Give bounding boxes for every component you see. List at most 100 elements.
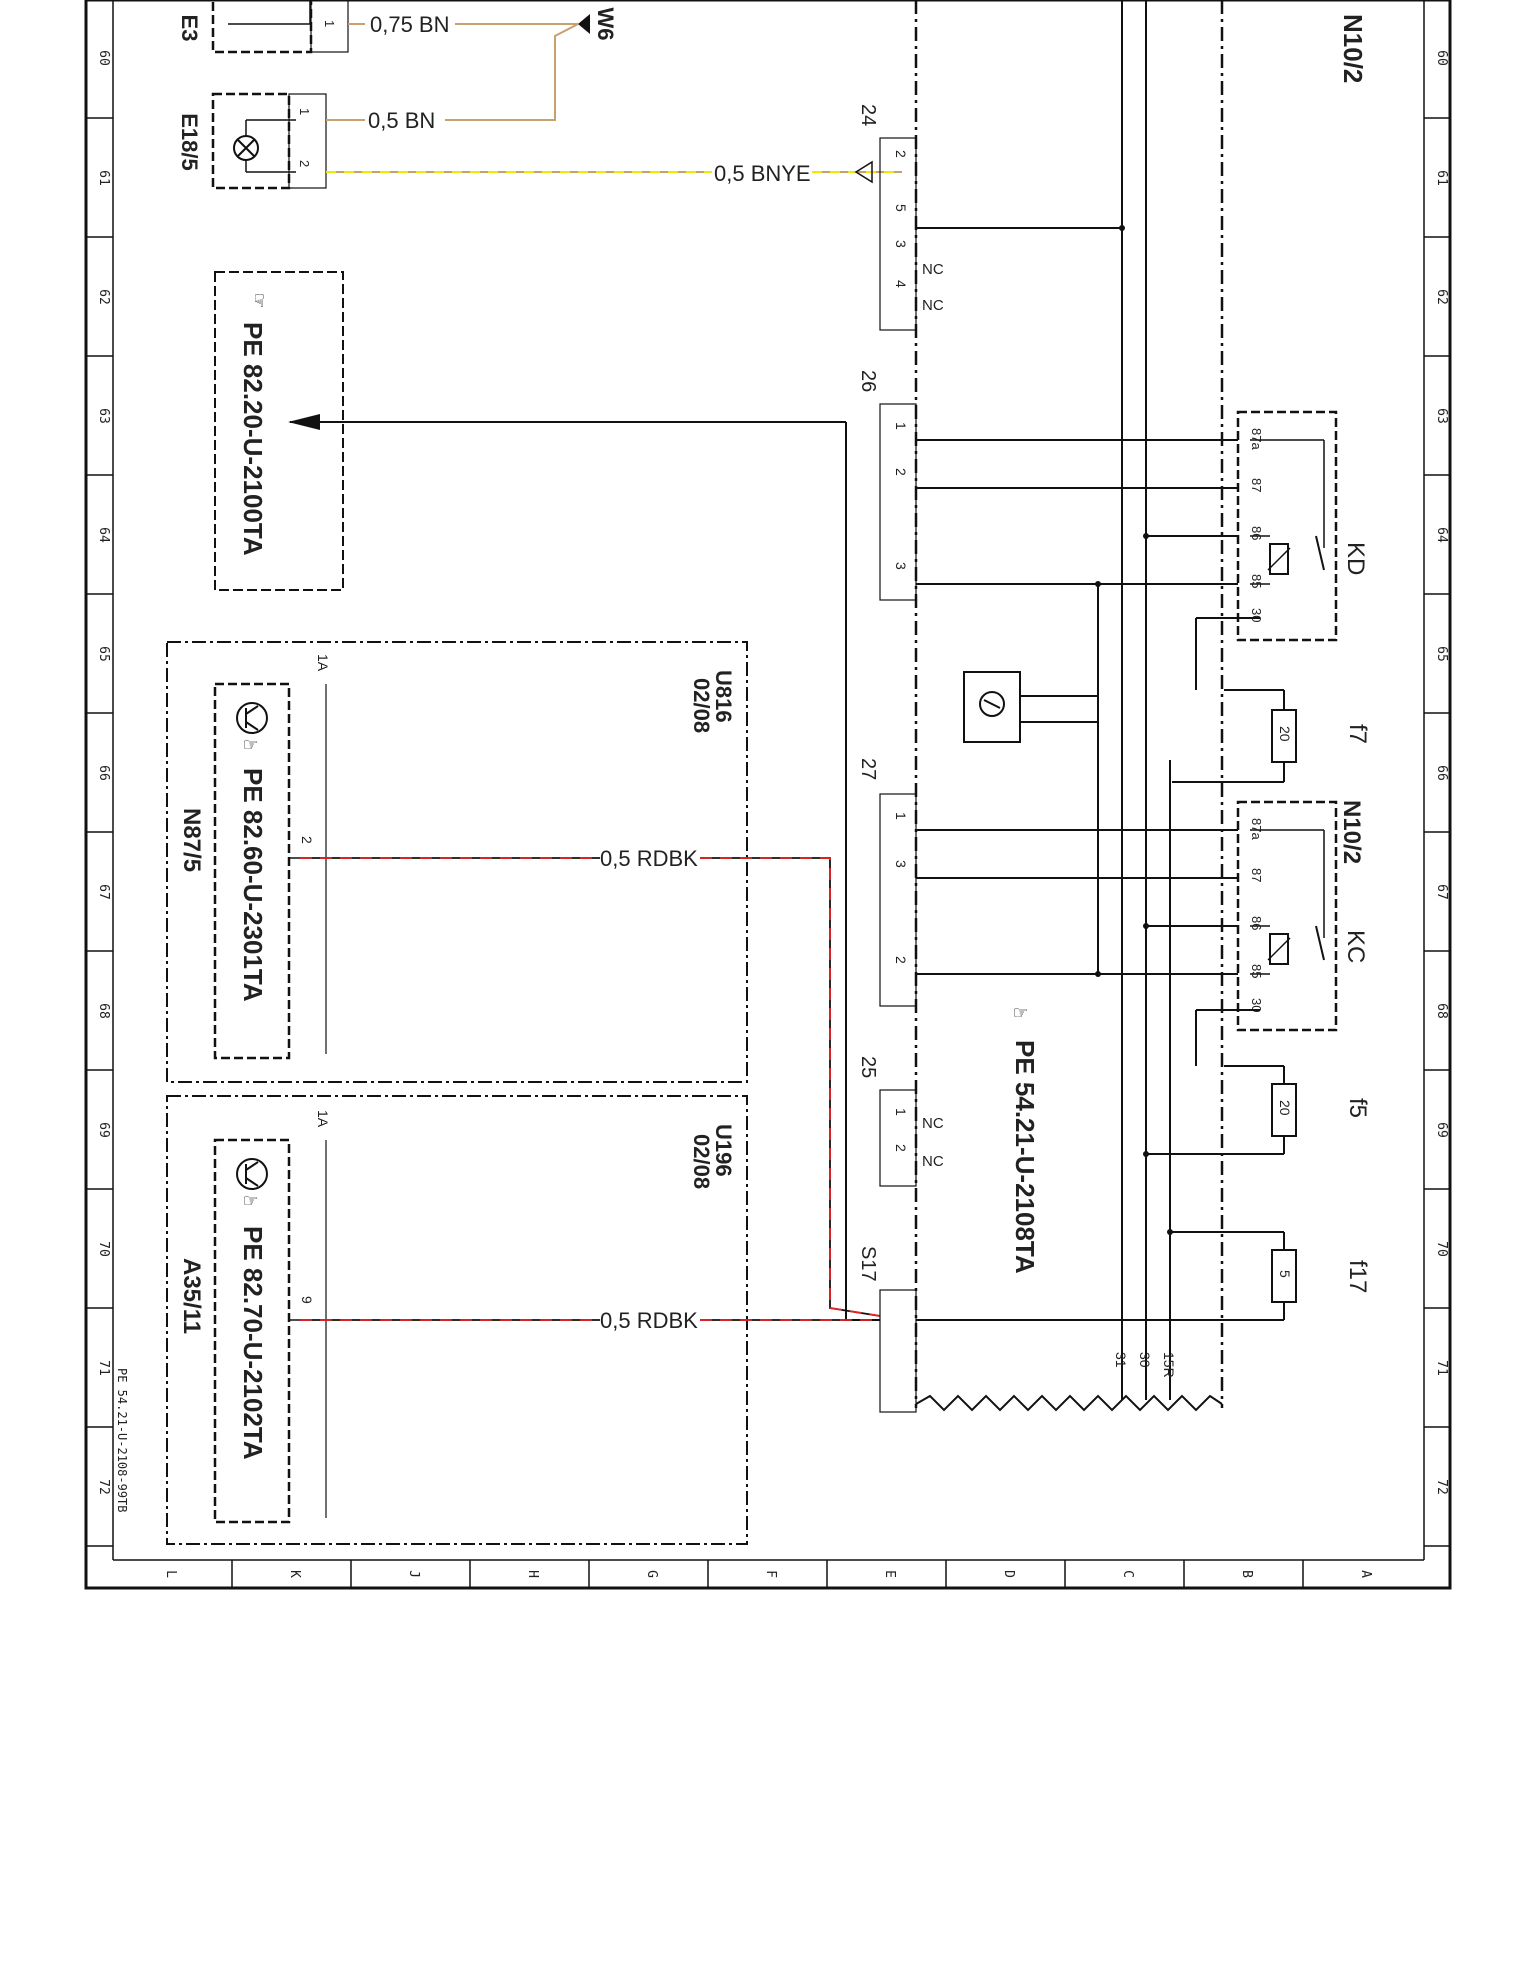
fuse-f7-label: f7 — [1344, 724, 1371, 744]
bus-label-31: 31 — [1113, 1352, 1129, 1368]
row-label: 71 — [96, 1360, 111, 1376]
pin-label: 2 — [893, 150, 909, 158]
connector-26-label: 26 — [857, 370, 879, 392]
pin-label: 1 — [893, 812, 909, 820]
row-label: 66 — [1434, 765, 1449, 781]
pe-8270-ref: PE 82.70-U-2102TA — [238, 1226, 268, 1460]
pe-5421-ref: PE 54.21-U-2108TA — [1010, 1040, 1040, 1274]
hand-pointer-icon: ☞ — [244, 733, 257, 758]
column-label: L — [163, 1570, 178, 1578]
row-label: 62 — [96, 289, 111, 305]
column-label: F — [763, 1570, 778, 1578]
u196-pin-1a: 1A — [315, 1110, 331, 1128]
relay-kd: KD 87a 87 86 85 30 — [1236, 410, 1369, 642]
a35-11-pin9: 9 — [299, 1296, 315, 1304]
column-label: E — [882, 1570, 897, 1578]
nc-label: NC — [922, 297, 944, 314]
u816-ref: 02/08 — [689, 678, 714, 733]
wire-label-05bn: 0,5 BN — [368, 108, 435, 133]
e18-5-label: E18/5 — [177, 113, 202, 171]
e3-label: E3 — [177, 15, 202, 42]
row-label: 66 — [96, 765, 111, 781]
row-label: 60 — [96, 50, 111, 66]
connector-24: 24 2 5 3 4 NC NC — [857, 104, 1125, 331]
connector-24-label: 24 — [857, 104, 879, 126]
row-label: 72 — [96, 1479, 111, 1495]
fuse-f17: 5 f17 — [1167, 1229, 1371, 1321]
fuse-f5: 20 f5 — [1143, 1009, 1371, 1157]
connector-s17-label: S17 — [857, 1246, 879, 1282]
pe-8220-ref: PE 82.20-U-2100TA — [238, 322, 268, 556]
lamp-icon — [233, 135, 259, 161]
pin-label: 4 — [893, 280, 909, 288]
nc-label: NC — [922, 1153, 944, 1170]
fuse-f5-rating: 20 — [1277, 1100, 1293, 1116]
relay-pin: 85 — [1249, 964, 1264, 978]
e3-pin: 1 — [322, 20, 337, 27]
column-label: A — [1358, 1570, 1373, 1578]
row-label: 63 — [1434, 408, 1449, 424]
row-label: 69 — [96, 1122, 111, 1138]
fuse-f5-label: f5 — [1344, 1098, 1371, 1118]
fuse-f7-rating: 20 — [1277, 726, 1293, 742]
hand-pointer-icon: ☞ — [246, 294, 271, 307]
pin-label: 3 — [893, 240, 909, 248]
column-label: D — [1001, 1570, 1016, 1578]
e3-component: E3 1 — [177, 0, 349, 54]
row-label: 61 — [96, 170, 111, 186]
rdbk-wires — [300, 857, 881, 1321]
n87-5-pin2: 2 — [299, 836, 315, 844]
column-ticks — [231, 1560, 1304, 1588]
relay-pin: 30 — [1249, 998, 1264, 1012]
row-labels: 60 60 61 61 62 62 63 63 64 64 65 65 66 6… — [96, 50, 1449, 1495]
connector-25: 25 1 2 NC NC — [857, 1056, 944, 1187]
brown-wires — [326, 23, 579, 121]
row-label: 64 — [96, 527, 111, 543]
fuse-f7: 20 f7 — [1172, 617, 1371, 783]
fuse-f17-label: f17 — [1344, 1260, 1371, 1293]
e18-5-component: E18/5 1 2 — [177, 92, 327, 190]
u196-ref: 02/08 — [689, 1134, 714, 1189]
bus-label-15r: 15R — [1161, 1352, 1177, 1378]
relay-kd-label: KD — [1342, 542, 1369, 575]
n10-2-label-mid: N10/2 — [1338, 800, 1365, 864]
relay-wires — [916, 439, 1238, 975]
row-label: 65 — [1434, 646, 1449, 662]
n10-2-label-top: N10/2 — [1338, 14, 1368, 83]
document-id: PE 54.21-U-2108-99TB — [115, 1368, 129, 1513]
connector-26: 26 1 2 3 — [857, 370, 917, 601]
relay-pin: 30 — [1249, 608, 1264, 622]
row-label: 68 — [1434, 1003, 1449, 1019]
pin-label: 3 — [893, 860, 909, 868]
column-label: H — [525, 1570, 540, 1578]
n87-5-label: N87/5 — [178, 808, 205, 872]
nc-label: NC — [922, 261, 944, 278]
pin-label: 2 — [893, 956, 909, 964]
pin-label: 2 — [893, 1144, 909, 1152]
wire-label-05rdbk-2: 0,5 RDBK — [600, 1308, 698, 1333]
relay-pin: 87a — [1249, 428, 1264, 450]
nc-label: NC — [922, 1115, 944, 1132]
transistor-icon — [236, 1158, 268, 1190]
row-ticks — [86, 117, 1450, 1547]
temperature-sensor — [963, 581, 1101, 977]
column-label: B — [1239, 1570, 1254, 1578]
row-label: 71 — [1434, 1360, 1449, 1376]
n10-2-module — [914, 0, 1224, 1408]
ground-symbol-icon — [578, 14, 590, 34]
relay-pin: 86 — [1249, 916, 1264, 930]
hand-pointer-icon: ☞ — [244, 1189, 257, 1214]
pin-label: 2 — [893, 468, 909, 476]
row-label: 63 — [96, 408, 111, 424]
row-label: 70 — [1434, 1241, 1449, 1257]
wire-label-05bnye: 0,5 BNYE — [714, 161, 811, 186]
pe-8220-box: ☞ PE 82.20-U-2100TA — [214, 271, 344, 591]
transistor-icon — [236, 702, 268, 734]
u816-label: U816 — [711, 670, 736, 723]
relay-pin: 87a — [1249, 818, 1264, 840]
row-label: 60 — [1434, 50, 1449, 66]
wire-label-05rdbk-1: 0,5 RDBK — [600, 846, 698, 871]
pin-label: 5 — [893, 204, 909, 212]
fuse-f17-rating: 5 — [1277, 1270, 1293, 1278]
